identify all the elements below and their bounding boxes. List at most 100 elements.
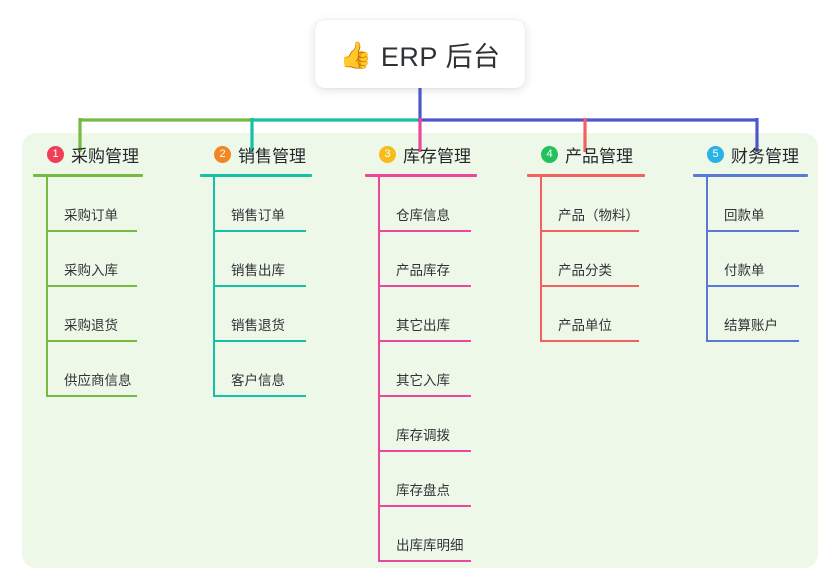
leaf-item[interactable]: 出库库明细 [379,507,520,562]
leaf-item-label: 付款单 [724,263,765,278]
column-title-2: 销售管理 [238,146,306,166]
column-4: 4 产品管理产品（物料） 产品分类产品单位 [527,140,687,342]
leaf-item-underline [379,340,471,342]
column-title-1: 采购管理 [71,146,139,166]
root-node-card[interactable]: 👍 ERP 后台 [315,20,525,88]
column-title-4: 产品管理 [565,146,633,166]
leaf-item-underline [47,395,137,397]
leaf-item-label: 供应商信息 [64,373,132,388]
leaf-item-label: 其它入库 [396,373,450,388]
column-spine-2 [213,177,215,397]
leaf-item[interactable]: 其它入库 [379,342,520,397]
leaf-item-label: 采购入库 [64,263,118,278]
column-badge-2: 2 [214,145,231,163]
leaf-item-underline [214,230,306,232]
leaf-item[interactable]: 销售退货 [214,287,350,342]
column-badge-3: 3 [379,145,396,163]
leaf-item-underline [379,505,471,507]
leaf-item-label: 出库库明细 [396,538,464,553]
leaf-item[interactable]: 其它出库 [379,287,520,342]
column-underline-3 [365,174,477,177]
leaf-item[interactable]: 采购退货 [47,287,183,342]
column-header-2[interactable]: 2 销售管理 [200,140,350,168]
leaf-item-label: 产品（物料） [558,208,639,223]
column-header-4[interactable]: 4 产品管理 [527,140,687,168]
leaf-item-underline [707,230,799,232]
root-title: ERP 后台 [380,41,501,72]
leaf-item-underline [379,230,471,232]
column-spine-4 [540,177,542,342]
leaf-item-underline [541,230,639,232]
column-title-3: 库存管理 [403,146,471,166]
column-spine-5 [706,177,708,342]
leaf-item-label: 仓库信息 [396,208,450,223]
leaf-item[interactable]: 供应商信息 [47,342,183,397]
leaf-item-underline [47,230,137,232]
column-badge-5: 5 [707,145,724,163]
column-items-4: 产品（物料） 产品分类产品单位 [527,177,687,342]
column-underline-1 [33,174,143,177]
leaf-item[interactable]: 仓库信息 [379,177,520,232]
leaf-item[interactable]: 产品库存 [379,232,520,287]
column-badge-4: 4 [541,145,558,163]
column-underline-5 [693,174,808,177]
leaf-item-label: 库存盘点 [396,483,450,498]
leaf-item[interactable]: 回款单 [707,177,839,232]
column-header-3[interactable]: 3 库存管理 [365,140,520,168]
column-underline-4 [527,174,645,177]
thumbs-up-icon: 👍 [339,40,372,70]
leaf-item-label: 产品单位 [558,318,612,333]
leaf-item[interactable]: 付款单 [707,232,839,287]
leaf-item[interactable]: 产品单位 [541,287,687,342]
column-items-2: 销售订单销售出库销售退货客户信息 [200,177,350,397]
leaf-item-underline [47,285,137,287]
leaf-item-label: 产品分类 [558,263,612,278]
column-2: 2 销售管理销售订单销售出库销售退货客户信息 [200,140,350,397]
leaf-item-label: 库存调拨 [396,428,450,443]
column-items-5: 回款单付款单结算账户 [693,177,839,342]
leaf-item[interactable]: 销售出库 [214,232,350,287]
leaf-item-underline [379,450,471,452]
leaf-item[interactable]: 产品分类 [541,232,687,287]
leaf-item-label: 回款单 [724,208,765,223]
column-3: 3 库存管理仓库信息产品库存其它出库其它入库库存调拨库存盘点出库库明细 [365,140,520,562]
leaf-item-label: 产品库存 [396,263,450,278]
leaf-item-underline [214,340,306,342]
columns-panel [22,133,818,568]
leaf-item-label: 销售出库 [231,263,285,278]
column-underline-2 [200,174,312,177]
leaf-item-underline [379,395,471,397]
leaf-item[interactable]: 采购订单 [47,177,183,232]
leaf-item-label: 采购退货 [64,318,118,333]
leaf-item-label: 采购订单 [64,208,118,223]
column-items-1: 采购订单采购入库采购退货供应商信息 [33,177,183,397]
leaf-item[interactable]: 采购入库 [47,232,183,287]
leaf-item-underline [379,560,471,562]
leaf-item[interactable]: 结算账户 [707,287,839,342]
column-spine-3 [378,177,380,562]
leaf-item[interactable]: 库存盘点 [379,452,520,507]
leaf-item-underline [541,340,639,342]
leaf-item-label: 客户信息 [231,373,285,388]
leaf-item-underline [707,285,799,287]
leaf-item[interactable]: 客户信息 [214,342,350,397]
leaf-item-underline [707,340,799,342]
leaf-item-underline [214,395,306,397]
leaf-item-underline [214,285,306,287]
leaf-item[interactable]: 库存调拨 [379,397,520,452]
leaf-item[interactable]: 销售订单 [214,177,350,232]
leaf-item-label: 销售退货 [231,318,285,333]
leaf-item[interactable]: 产品（物料） [541,177,687,232]
leaf-item-underline [379,285,471,287]
leaf-item-label: 结算账户 [724,318,778,333]
leaf-item-label: 其它出库 [396,318,450,333]
leaf-item-label: 销售订单 [231,208,285,223]
leaf-item-underline [47,340,137,342]
column-items-3: 仓库信息产品库存其它出库其它入库库存调拨库存盘点出库库明细 [365,177,520,562]
column-spine-1 [46,177,48,397]
